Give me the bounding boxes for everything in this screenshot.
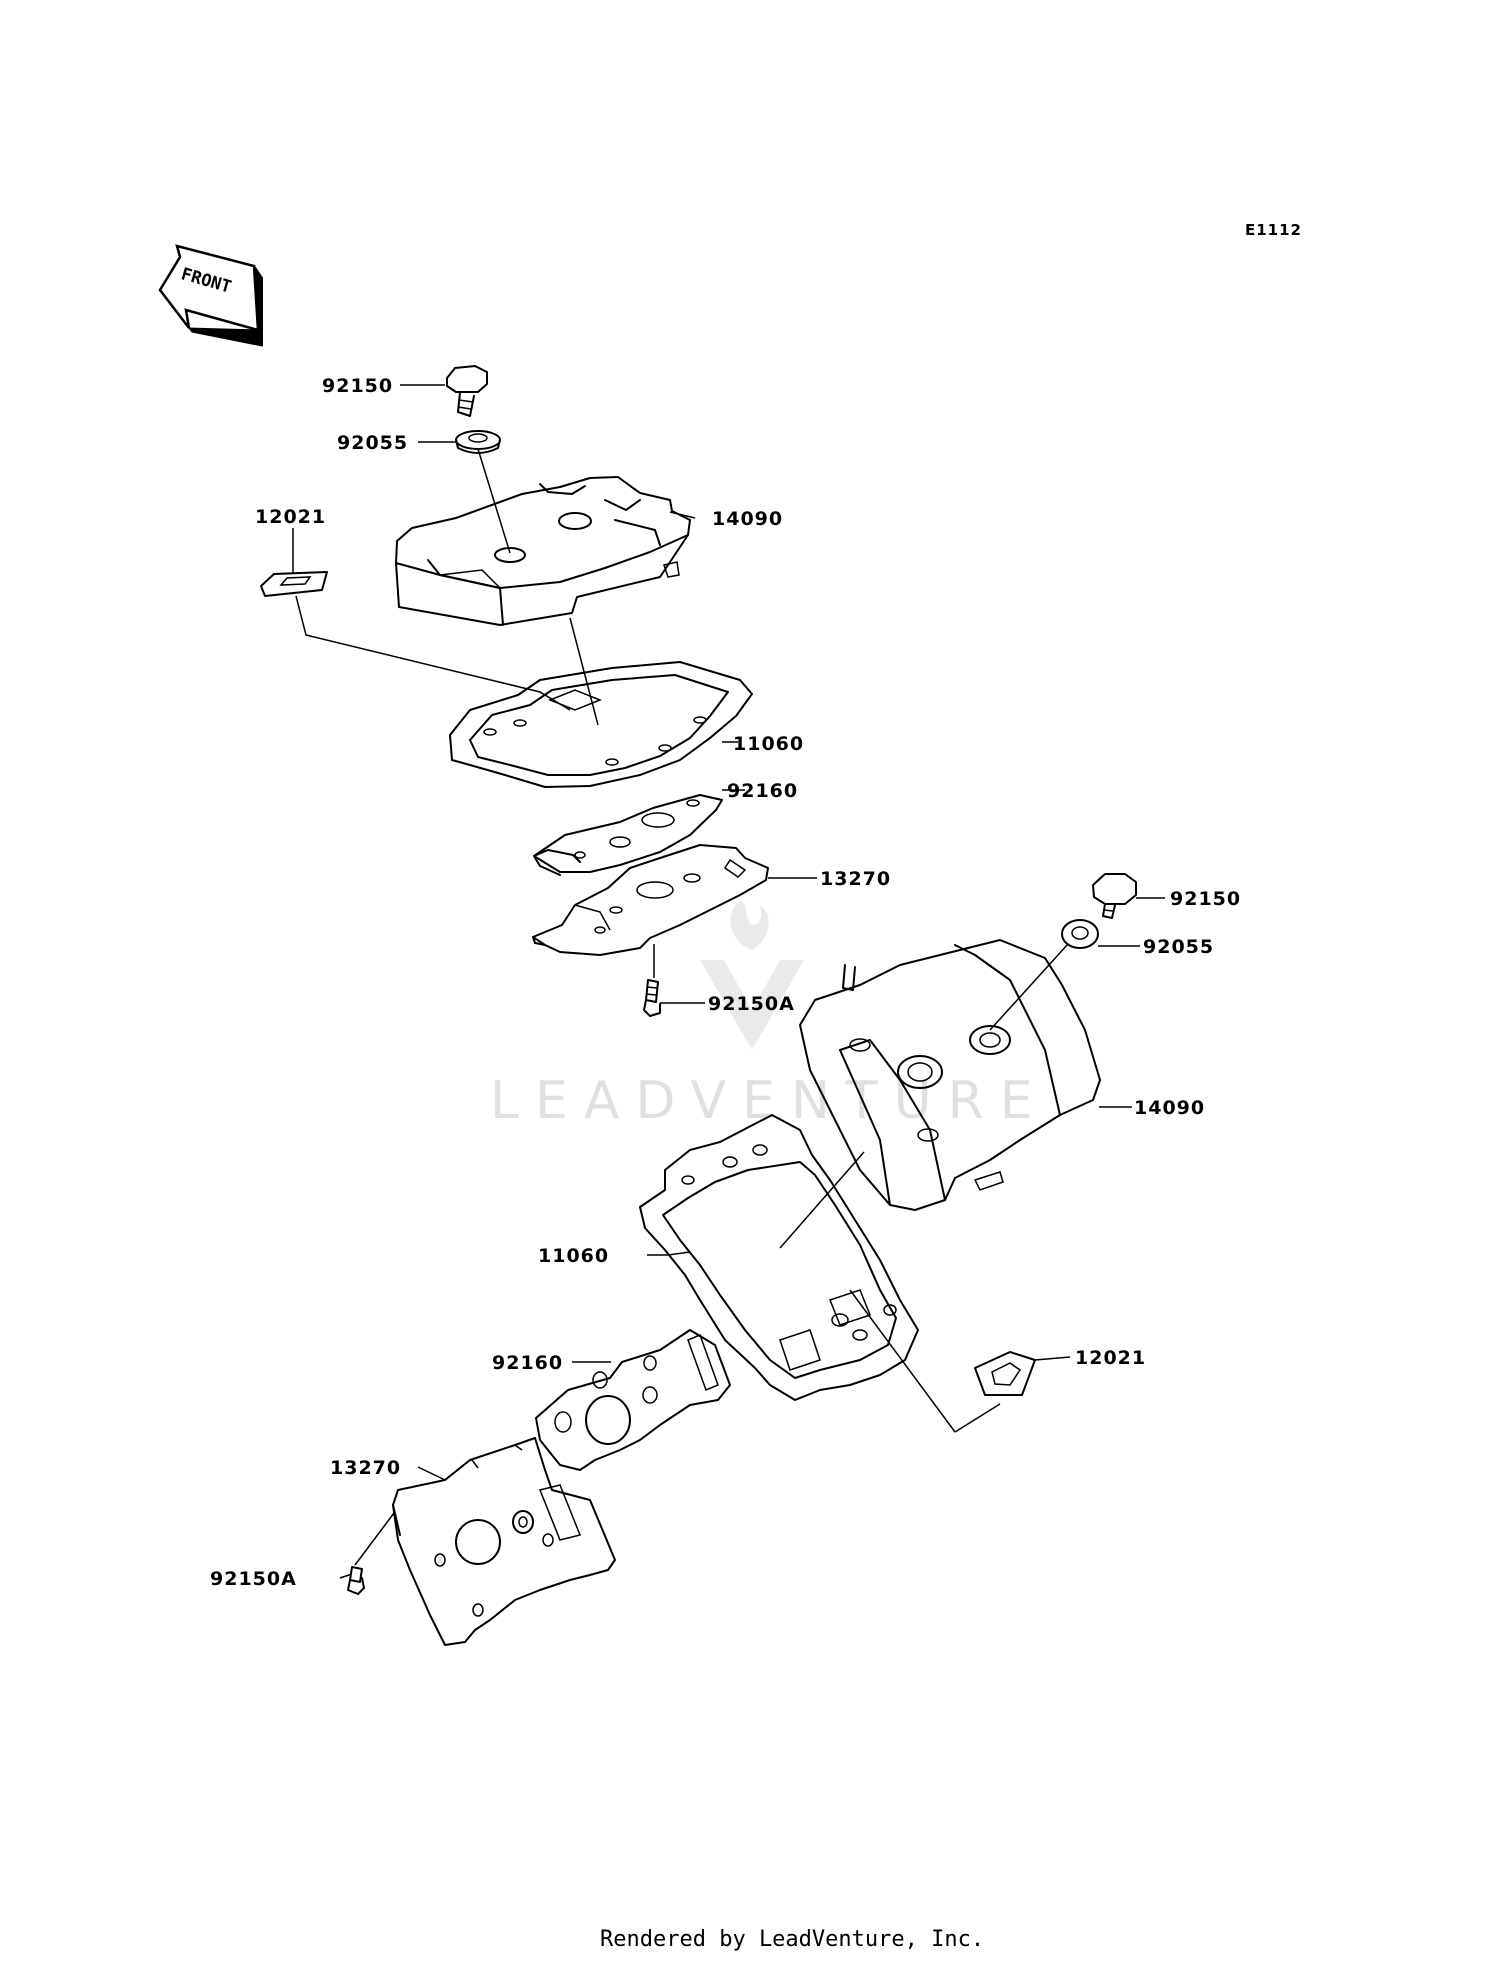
callout-plate-top-left: 13270 [820, 868, 891, 890]
front-arrow-icon: FRONT [158, 244, 263, 347]
plate-bottom [392, 1437, 616, 1646]
callout-washer-right: 92055 [1143, 936, 1214, 958]
cap-top-left [260, 571, 328, 597]
washer-right [1061, 919, 1099, 949]
callout-screw-top-left: 92150A [708, 993, 795, 1015]
callout-screw-bottom: 92150A [210, 1568, 297, 1590]
watermark: LEADVENTURE [490, 900, 1049, 1131]
watermark-text: LEADVENTURE [490, 1071, 1049, 1131]
footer-credit: Rendered by LeadVenture, Inc. [600, 1927, 984, 1952]
callout-cap-top-left: 12021 [255, 506, 326, 528]
screw-bottom [347, 1566, 365, 1595]
plate-gasket-bottom [535, 1329, 731, 1471]
callout-gasket-bottom: 11060 [538, 1245, 609, 1267]
callout-washer-top-left: 92055 [337, 432, 408, 454]
diagram-code: E1112 [1245, 221, 1302, 239]
callout-gasket-top-left: 11060 [733, 733, 804, 755]
plate-top-left [532, 844, 769, 956]
callout-labels: 92150 92055 14090 12021 11060 92160 1327… [210, 375, 1241, 1590]
gasket-top-left [449, 661, 753, 788]
callout-plate-gasket-bottom: 92160 [492, 1352, 563, 1374]
bolt-top-left [446, 365, 488, 417]
plate-gasket-top-left [533, 794, 723, 876]
valve-cover-right [799, 939, 1101, 1211]
callout-cover-right: 14090 [1134, 1097, 1205, 1119]
callout-plate-gasket-top-left: 92160 [727, 780, 798, 802]
bolt-right [1092, 873, 1137, 919]
screw-top-left [643, 979, 661, 1017]
valve-cover-top-left [395, 476, 691, 626]
callout-bolt-right: 92150 [1170, 888, 1241, 910]
cap-bottom [974, 1351, 1036, 1396]
callout-cover-top-left: 14090 [712, 508, 783, 530]
callout-cap-bottom: 12021 [1075, 1347, 1146, 1369]
leader-lines [292, 384, 1165, 1579]
gasket-bottom [639, 1114, 919, 1401]
callout-bolt-top-left: 92150 [322, 375, 393, 397]
callout-plate-bottom: 13270 [330, 1457, 401, 1479]
